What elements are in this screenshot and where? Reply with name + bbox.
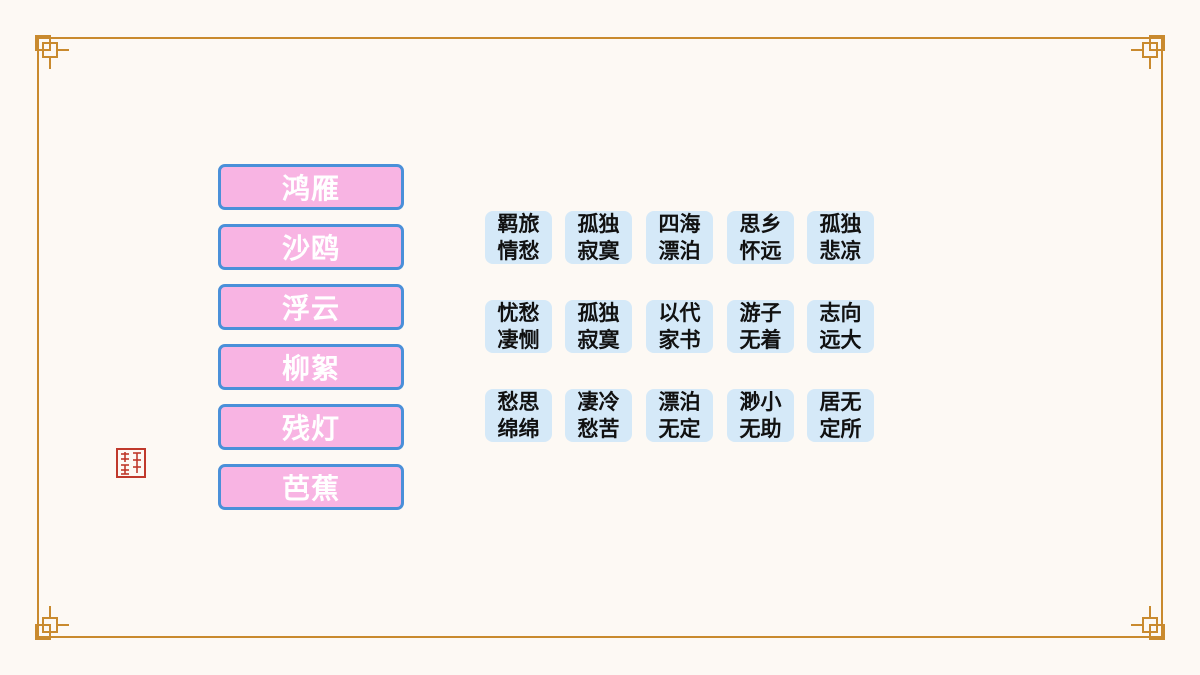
corner-ornament-icon	[35, 606, 69, 640]
term-button[interactable]: 残灯	[218, 404, 404, 450]
card-line-1: 凄冷	[577, 389, 620, 414]
card-line-1: 渺小	[739, 389, 782, 414]
card-line-2: 凄恻	[497, 327, 540, 352]
corner-ornament-icon	[1131, 35, 1165, 69]
card-line-2: 漂泊	[658, 238, 701, 263]
card-line-2: 远大	[819, 327, 862, 352]
term-button[interactable]: 沙鸥	[218, 224, 404, 270]
decorative-frame	[37, 37, 1163, 638]
meaning-card[interactable]: 四海漂泊	[646, 211, 713, 264]
meaning-card[interactable]: 孤独寂寞	[565, 300, 632, 353]
term-button[interactable]: 浮云	[218, 284, 404, 330]
card-line-1: 孤独	[577, 300, 620, 325]
card-line-2: 无定	[658, 416, 701, 441]
term-button[interactable]: 鸿雁	[218, 164, 404, 210]
card-line-1: 思乡	[739, 211, 782, 236]
meaning-card[interactable]: 孤独悲凉	[807, 211, 874, 264]
meaning-card[interactable]: 渺小无助	[727, 389, 794, 442]
corner-ornament-icon	[35, 35, 69, 69]
card-line-2: 愁苦	[577, 416, 620, 441]
corner-ornament-icon	[1131, 606, 1165, 640]
card-line-1: 游子	[739, 300, 782, 325]
meaning-card[interactable]: 游子无着	[727, 300, 794, 353]
card-line-2: 寂寞	[577, 238, 620, 263]
meaning-card[interactable]: 羁旅情愁	[485, 211, 552, 264]
meaning-card[interactable]: 居无定所	[807, 389, 874, 442]
card-line-1: 志向	[819, 300, 862, 325]
card-line-1: 愁思	[497, 389, 540, 414]
card-line-1: 孤独	[577, 211, 620, 236]
card-line-2: 家书	[658, 327, 701, 352]
card-line-1: 居无	[819, 389, 862, 414]
card-line-1: 孤独	[819, 211, 862, 236]
meaning-card[interactable]: 志向远大	[807, 300, 874, 353]
card-line-1: 羁旅	[497, 211, 540, 236]
card-line-2: 绵绵	[497, 416, 540, 441]
meaning-card[interactable]: 漂泊无定	[646, 389, 713, 442]
card-line-2: 无着	[739, 327, 782, 352]
card-line-1: 以代	[658, 300, 701, 325]
card-line-1: 忧愁	[497, 300, 540, 325]
card-line-2: 无助	[739, 416, 782, 441]
card-line-2: 寂寞	[577, 327, 620, 352]
meaning-card[interactable]: 凄冷愁苦	[565, 389, 632, 442]
card-line-1: 四海	[658, 211, 701, 236]
card-line-2: 定所	[819, 416, 862, 441]
meaning-card[interactable]: 孤独寂寞	[565, 211, 632, 264]
card-line-1: 漂泊	[658, 389, 701, 414]
term-button[interactable]: 柳絮	[218, 344, 404, 390]
card-line-2: 情愁	[497, 238, 540, 263]
term-button[interactable]: 芭蕉	[218, 464, 404, 510]
card-line-2: 悲凉	[819, 238, 862, 263]
meaning-card[interactable]: 忧愁凄恻	[485, 300, 552, 353]
meaning-card[interactable]: 思乡怀远	[727, 211, 794, 264]
meaning-card[interactable]: 以代家书	[646, 300, 713, 353]
card-line-2: 怀远	[739, 238, 782, 263]
seal-stamp-icon	[116, 448, 146, 478]
meaning-card[interactable]: 愁思绵绵	[485, 389, 552, 442]
